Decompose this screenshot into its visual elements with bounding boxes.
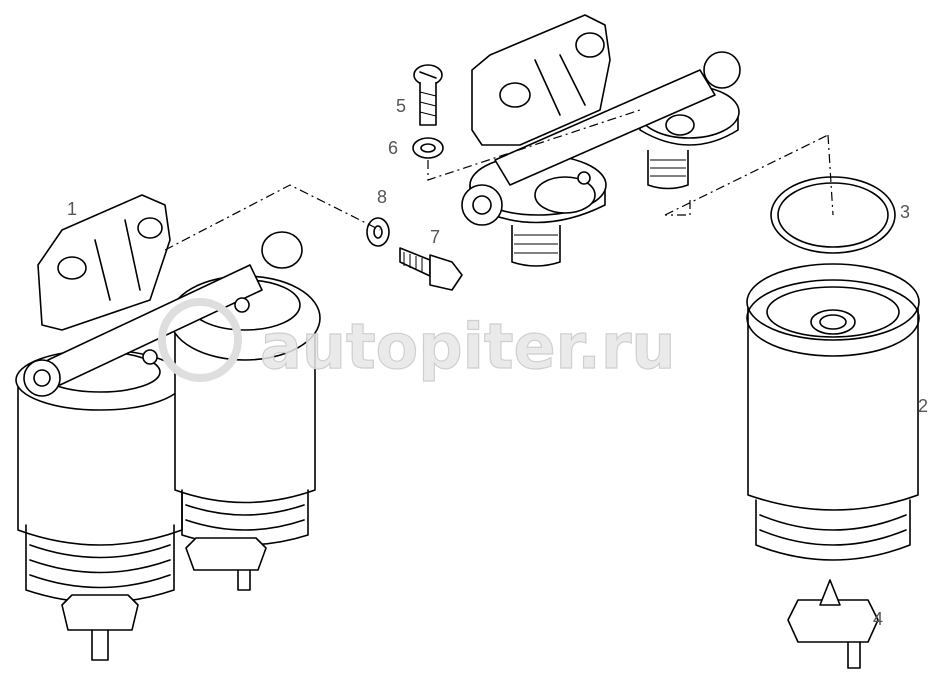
- callout-labels: 1 2 3 4 5 6 7 8: [67, 96, 928, 629]
- callout-5: 5: [396, 96, 406, 116]
- callout-4: 4: [873, 609, 883, 629]
- callout-6: 6: [388, 138, 398, 158]
- callout-8: 8: [377, 187, 387, 207]
- callout-2: 2: [918, 396, 928, 416]
- filter-assembly-1: [15, 194, 321, 661]
- watermark-text: autopiter.ru: [260, 310, 676, 383]
- bolt-7: [399, 247, 463, 291]
- screw-5: [413, 64, 443, 126]
- drain-plug-4: [787, 579, 879, 669]
- assembly-leader-lines: [164, 109, 834, 251]
- watermark: autopiter.ru: [158, 298, 676, 384]
- callout-7: 7: [430, 227, 440, 247]
- filter-head: [461, 14, 741, 267]
- callout-1: 1: [67, 199, 77, 219]
- washer-8: [366, 217, 390, 247]
- callout-3: 3: [900, 202, 910, 222]
- washer-6: [412, 137, 444, 159]
- o-ring-3: [770, 176, 896, 254]
- filter-cartridge-2: [746, 263, 920, 561]
